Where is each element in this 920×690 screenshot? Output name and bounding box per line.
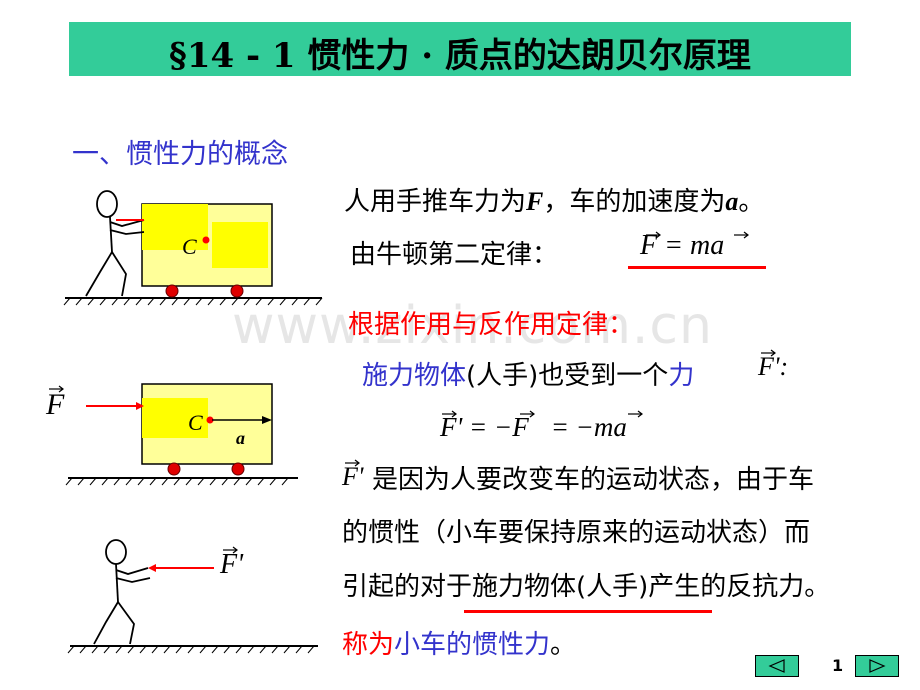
underline-reaction bbox=[464, 610, 712, 613]
reaction-force-line: 施力物体(人手)也受到一个力 bbox=[362, 361, 695, 391]
para-line-4: 称为小车的惯性力。 bbox=[342, 630, 577, 660]
para-line-2: 的惯性（小车要保持原来的运动状态）而 bbox=[342, 518, 811, 548]
label-a: a bbox=[236, 428, 245, 448]
underline-equation bbox=[628, 266, 766, 269]
equation-f-ma: F = ma bbox=[640, 226, 749, 262]
cart-wheel bbox=[231, 462, 245, 476]
person-head bbox=[96, 190, 118, 218]
cart-wheel bbox=[230, 284, 244, 298]
newton-second-law-line: 由牛顿第二定律： bbox=[350, 240, 559, 270]
watermark: www.zixin.com.cn bbox=[232, 296, 713, 356]
label-c: C bbox=[182, 234, 197, 259]
para-line-3: 引起的对于施力物体(人手)产生的反抗力。 bbox=[342, 572, 831, 602]
label-c: C bbox=[188, 410, 203, 435]
triangle-left-icon bbox=[768, 659, 785, 673]
page-number: 1 bbox=[832, 656, 844, 675]
section-heading: 一、惯性力的概念 bbox=[72, 139, 288, 170]
action-reaction-heading: 根据作用与反作用定律： bbox=[348, 310, 635, 340]
slide-title: §14 - 1 惯性力 · 质点的达朗贝尔原理 bbox=[169, 36, 751, 76]
figure-push-cart: C bbox=[63, 190, 323, 306]
push-force-line: 人用手推车力为F，车的加速度为a。 bbox=[344, 187, 765, 217]
prev-slide-button[interactable] bbox=[755, 655, 799, 677]
title-bar: §14 - 1 惯性力 · 质点的达朗贝尔原理 bbox=[69, 22, 851, 76]
para-symbol-f-prime: F' bbox=[342, 459, 364, 491]
figure-cart-force: C a bbox=[65, 383, 298, 486]
para-line-1: 是因为人要改变车的运动状态，由于车 bbox=[372, 465, 815, 495]
person-head bbox=[105, 539, 127, 565]
label-f-vector: F bbox=[46, 385, 65, 421]
center-of-mass-dot bbox=[202, 236, 210, 244]
center-of-mass-dot bbox=[206, 416, 214, 424]
symbol-f-prime: F': bbox=[758, 349, 789, 381]
cart-wheel bbox=[165, 284, 179, 298]
figure-person-inertial-force bbox=[67, 539, 318, 654]
cart-wheel bbox=[167, 462, 181, 476]
triangle-right-icon bbox=[869, 659, 886, 673]
label-f-prime-vector: F' bbox=[220, 546, 244, 580]
equation-reaction: F' = −F= −ma bbox=[440, 408, 643, 443]
next-slide-button[interactable] bbox=[855, 655, 899, 677]
